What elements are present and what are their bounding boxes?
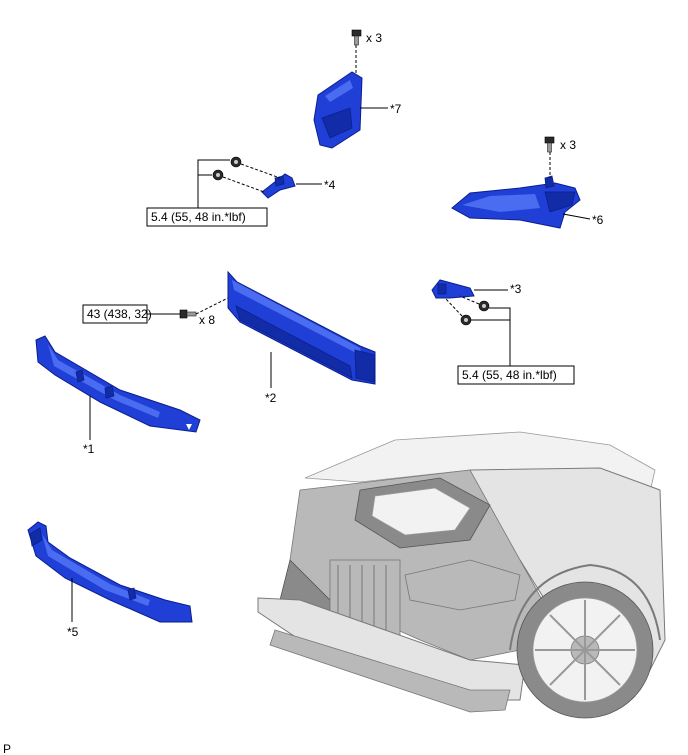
- vehicle-front-illustration: [257, 431, 666, 719]
- part-1-callout: *1: [83, 442, 95, 456]
- part-7-quantity: x 3: [366, 31, 382, 45]
- part-3-torque: 5.4 (55, 48 in.*lbf): [462, 368, 557, 382]
- part-5-callout: *5: [67, 625, 79, 639]
- part-2-callout: *2: [265, 391, 277, 405]
- part-4-bracket: [261, 173, 296, 199]
- part-3-bolt-icon: [460, 300, 490, 326]
- part-2-bumper-reinforcement: [227, 270, 376, 385]
- part-2-bolt-icon: [179, 309, 197, 319]
- part-4-nut-icon: [212, 156, 242, 181]
- part-7-bolt-icon: [351, 29, 362, 46]
- part-4-callout: *4: [324, 178, 336, 192]
- part-3-bracket: [431, 279, 475, 299]
- part-2-quantity: x 8: [199, 313, 215, 327]
- part-6-headlamp: [451, 175, 581, 229]
- part-4-torque-box: [146, 207, 268, 227]
- part-6-bolt-icon: [544, 136, 555, 153]
- part-3-callout: *3: [510, 282, 522, 296]
- part-6-quantity: x 3: [560, 138, 576, 152]
- part-6-callout: *6: [592, 213, 604, 227]
- part-3-torque-box: [457, 365, 575, 385]
- part-7-callout: *7: [390, 102, 402, 116]
- part-2-torque: 43 (438, 32): [87, 307, 152, 321]
- part-5-lower-absorber: [27, 521, 193, 623]
- part-4-torque: 5.4 (55, 48 in.*lbf): [151, 210, 246, 224]
- figure-code: P: [3, 742, 11, 755]
- part-7-upper-bracket: [313, 71, 363, 149]
- part-1-energy-absorber: [35, 335, 201, 433]
